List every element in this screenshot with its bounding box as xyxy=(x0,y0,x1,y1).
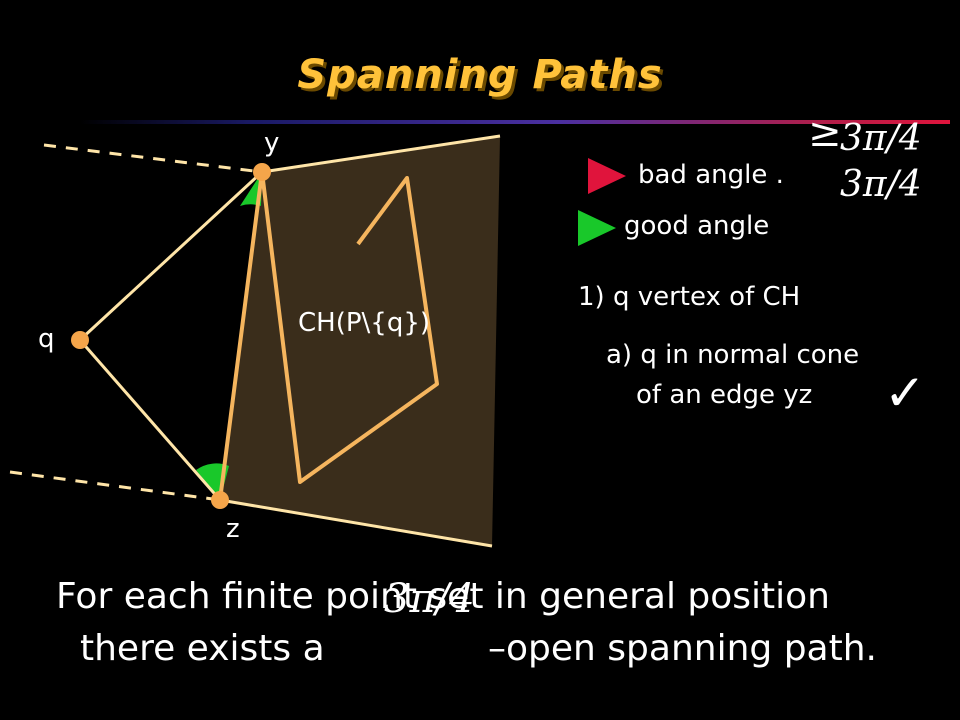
edge-q-z xyxy=(78,339,222,501)
hull-label: CH(P\{q}) xyxy=(298,308,431,338)
title-underline xyxy=(80,120,950,124)
spanning-path xyxy=(218,170,439,501)
check-mark-icon: ✓ xyxy=(884,364,926,422)
convex-hull-region xyxy=(220,136,500,546)
good-angle-wedge-y xyxy=(240,172,262,206)
bad-angle-arrow-icon xyxy=(588,158,626,194)
condition-1a-line1: a) q in normal cone xyxy=(606,340,860,370)
hull-edge-top xyxy=(261,134,501,174)
dashed-extension-bottom xyxy=(9,470,221,502)
good-angle-arrow-icon xyxy=(578,210,616,246)
bad-angle-value-secondary: 3π/4 xyxy=(840,164,922,205)
slide-title: Spanning Paths xyxy=(297,52,663,98)
condition-1a-line2: of an edge yz xyxy=(636,380,813,410)
point-y xyxy=(253,163,271,181)
bad-angle-label: bad angle . xyxy=(638,160,784,190)
good-angle-label: good angle xyxy=(624,211,770,241)
statement-line1: For each finite point set in general pos… xyxy=(56,576,830,617)
point-z xyxy=(211,491,229,509)
label-y: y xyxy=(264,128,280,158)
label-z: z xyxy=(226,514,240,544)
hull-edge-bottom xyxy=(219,498,493,548)
statement-line2-part2: –open spanning path. xyxy=(488,628,877,669)
point-q xyxy=(71,331,89,349)
bad-angle-value: 3π/4 xyxy=(840,118,922,159)
label-q: q xyxy=(38,324,55,354)
condition-1: 1) q vertex of CH xyxy=(578,282,801,312)
ge-symbol: ≥ xyxy=(808,110,842,156)
statement-overlay-math: 3π/4 xyxy=(384,576,475,622)
statement-line2-part1: there exists a xyxy=(80,628,325,669)
edge-q-y xyxy=(78,170,264,342)
dashed-extension-top xyxy=(43,143,263,174)
